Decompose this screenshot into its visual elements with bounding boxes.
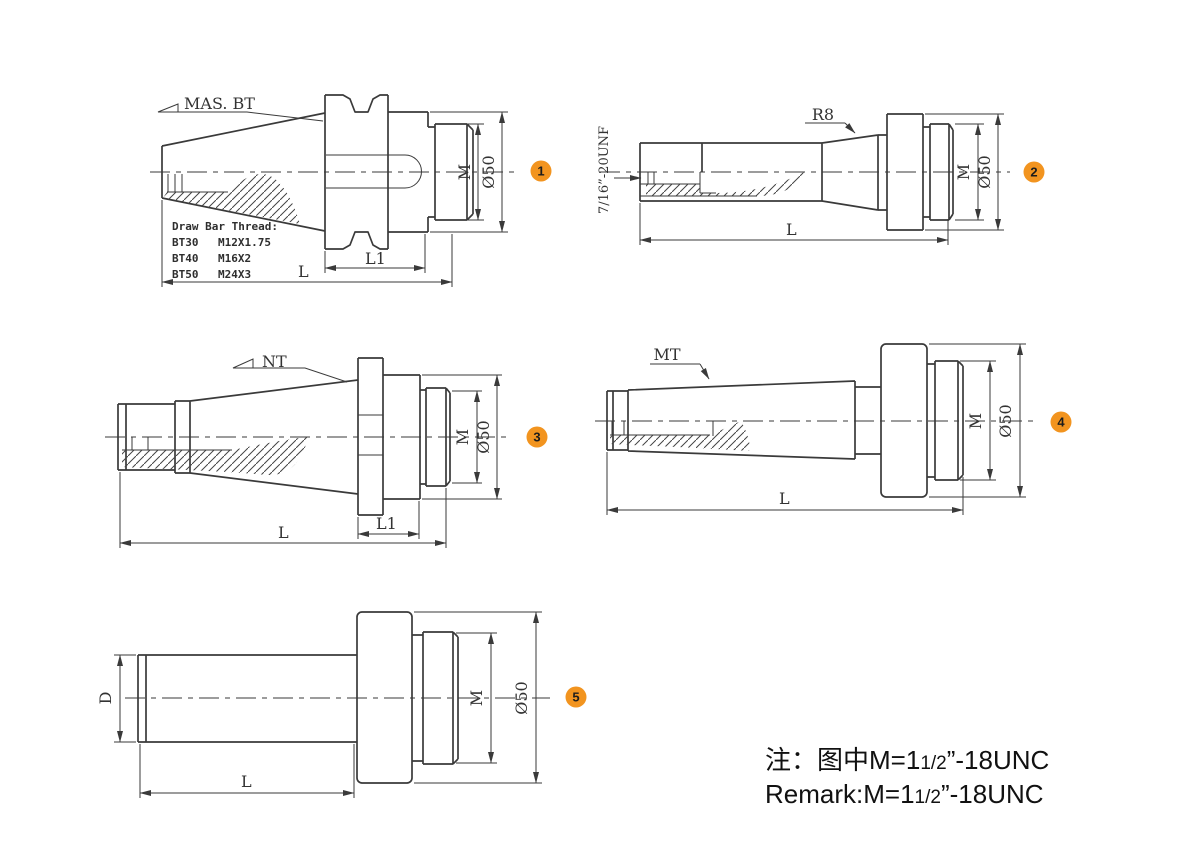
dim-M: M	[467, 690, 486, 706]
drawing-2-badge: 2	[1023, 161, 1045, 183]
remark-en-fraction: 1/2	[914, 787, 941, 808]
badge-circle	[1050, 411, 1072, 433]
remark-cn-prefix: 注：图中M=1	[765, 745, 921, 775]
badge-number: 2	[1030, 165, 1037, 180]
keyway-slot	[326, 154, 422, 189]
remark-en-suffix: ”-18UNC	[940, 779, 1044, 809]
drawing-5-badge: 5	[565, 686, 587, 708]
section-hatch	[646, 172, 804, 196]
dim-L1: L1	[376, 514, 397, 533]
dim-d50: Ø50	[975, 155, 994, 188]
dim-M: M	[954, 164, 973, 180]
dim-L: L	[779, 489, 790, 508]
dim-M: M	[966, 413, 985, 429]
keyway-slot	[358, 414, 383, 456]
remark-block: 注：图中M=11/2”-18UNC Remark:M=11/2”-18UNC	[765, 745, 1049, 813]
dim-M: M	[453, 429, 472, 445]
badge-circle	[565, 686, 587, 708]
remark-line-cn: 注：图中M=11/2”-18UNC	[765, 745, 1049, 779]
dim-d50: Ø50	[474, 420, 493, 453]
section-hatch	[163, 174, 300, 224]
r8-shank-drawing: 7/16”-20UNF R8 L M Ø50	[597, 105, 1010, 245]
datum-triangle-icon	[157, 103, 179, 113]
dim-d50: Ø50	[512, 681, 531, 714]
dim-L: L	[298, 262, 309, 281]
badge-number: 3	[533, 430, 540, 445]
badge-circle	[526, 426, 548, 448]
dim-L: L	[278, 523, 289, 542]
drawing-4-badge: 4	[1050, 411, 1072, 433]
shank-type-label: MT	[653, 345, 680, 364]
remark-cn-fraction: 1/2	[920, 753, 947, 774]
dim-M: M	[455, 164, 474, 180]
shank-type-label: R8	[812, 105, 834, 124]
remark-cn-suffix: ”-18UNC	[946, 745, 1050, 775]
section-hatch	[610, 421, 750, 451]
dim-d50: Ø50	[479, 155, 498, 188]
drawing-3-badge: 3	[526, 426, 548, 448]
shank-type-label: MAS. BT	[184, 94, 255, 113]
shank-thread-label: 7/16”-20UNF	[597, 126, 612, 214]
drawing-1-badge: 1	[530, 160, 552, 182]
badge-number: 1	[537, 164, 544, 179]
badge-number: 4	[1057, 415, 1065, 430]
section-hatch	[122, 437, 308, 476]
badge-circle	[530, 160, 552, 182]
dim-d50: Ø50	[996, 404, 1015, 437]
badge-circle	[1023, 161, 1045, 183]
straight-shank-drawing: D L M Ø50	[96, 611, 550, 798]
nt-shank-drawing: NT L1 L M Ø50	[105, 352, 512, 548]
shank-type-label: NT	[262, 352, 287, 371]
datum-triangle-icon	[232, 358, 254, 369]
dim-L: L	[786, 220, 797, 239]
mt-shank-drawing: MT L M Ø50	[595, 343, 1035, 515]
dim-D: D	[96, 692, 115, 705]
drawbar-note-title: Draw Bar Thread:	[172, 220, 278, 233]
remark-line-en: Remark:M=11/2”-18UNC	[765, 779, 1049, 813]
remark-en-prefix: Remark:M=1	[765, 779, 915, 809]
dim-L: L	[241, 772, 252, 791]
badge-number: 5	[572, 690, 579, 705]
dim-L1: L1	[365, 249, 386, 268]
